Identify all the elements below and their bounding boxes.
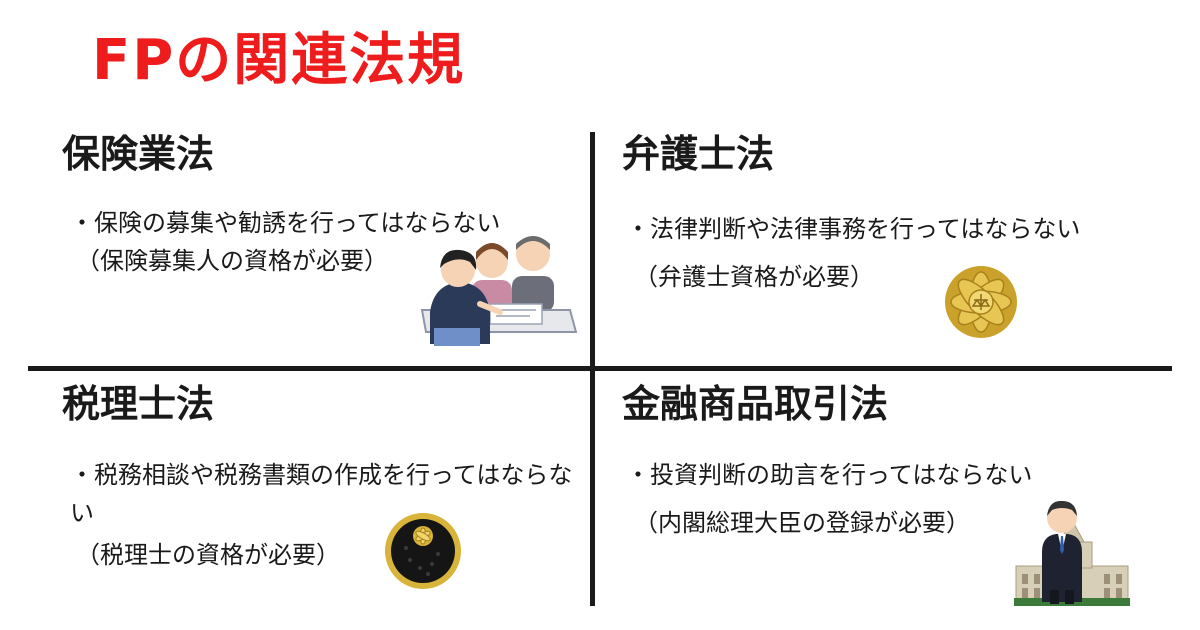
insurance-consultation-illustration	[420, 236, 578, 346]
quadrant-rule: ・投資判断の助言を行ってはならない	[626, 461, 1033, 489]
horizontal-divider	[28, 366, 1172, 371]
quadrant-requirement: （税理士の資格が必要）	[76, 541, 340, 569]
tax-accountant-badge-icon	[385, 513, 461, 589]
lawyer-badge-icon	[945, 266, 1017, 338]
quadrant-rule: ・税務相談や税務書類の作成を行ってはならない	[70, 461, 573, 528]
quadrant-heading: 金融商品取引法	[622, 382, 889, 426]
page-title: FPの関連法規	[92, 28, 466, 93]
quadrant-requirement: （保険募集人の資格が必要）	[76, 247, 388, 275]
quadrant-attorney-act: 弁護士法 ・法律判断や法律事務を行ってはならない （弁護士資格が必要）	[622, 132, 1182, 291]
quadrant-rule: ・保険の募集や勧誘を行ってはならない	[70, 209, 501, 237]
quadrant-heading: 弁護士法	[622, 132, 775, 176]
quadrant-rule: ・法律判断や法律事務を行ってはならない	[626, 215, 1081, 243]
quadrant-heading: 保険業法	[62, 132, 215, 176]
quadrant-tax-accountant-act: 税理士法 ・税務相談や税務書類の作成を行ってはならない （税理士の資格が必要）	[62, 382, 582, 569]
quadrant-heading: 税理士法	[62, 382, 215, 426]
quadrant-requirement: （内閣総理大臣の登録が必要）	[634, 509, 970, 537]
quadrant-financial-instruments-exchange-act: 金融商品取引法 ・投資判断の助言を行ってはならない （内閣総理大臣の登録が必要）	[622, 382, 1182, 537]
politician-diet-building-illustration	[1014, 500, 1130, 606]
quadrant-insurance-business-act: 保険業法 ・保険の募集や勧誘を行ってはならない （保険募集人の資格が必要）	[62, 132, 582, 275]
quadrant-requirement: （弁護士資格が必要）	[634, 263, 874, 291]
